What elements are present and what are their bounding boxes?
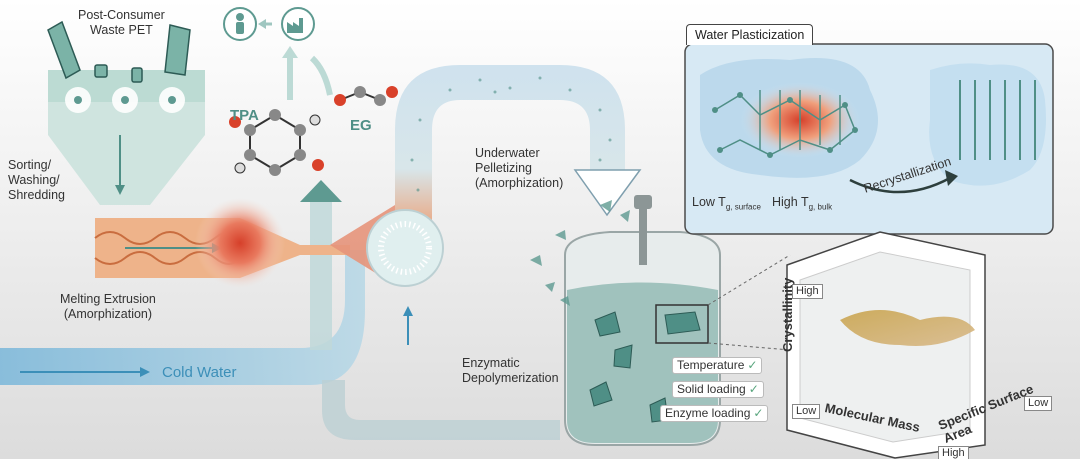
crystallinity-axis-label: Crystallinity	[780, 277, 795, 352]
cold-water-pipe	[0, 250, 365, 385]
condition-temperature: Temperature✓	[672, 357, 763, 374]
cold-water-label: Cold Water	[162, 364, 237, 381]
melting-label: Melting Extrusion(Amorphization)	[60, 292, 156, 321]
plot-high-label: High	[792, 284, 823, 299]
arch-pipe	[395, 65, 625, 225]
return-pipe	[322, 380, 560, 440]
eg-label: EG	[350, 117, 372, 134]
low-tg-label: Low Tg, surface	[692, 195, 761, 212]
up-arrow	[300, 180, 342, 202]
check-icon: ✓	[753, 406, 764, 420]
condition-solid-loading: Solid loading✓	[672, 381, 764, 398]
down-arrow	[573, 169, 642, 217]
plot-low-label: Low	[792, 404, 821, 419]
condition-enzyme-loading: Enzyme loading✓	[660, 405, 769, 422]
high-tg-label: High Tg, bulk	[772, 195, 833, 212]
check-icon: ✓	[747, 358, 758, 372]
response-surface	[840, 310, 975, 346]
heat-zone	[195, 198, 285, 288]
check-icon: ✓	[748, 382, 759, 396]
factory-icon	[281, 7, 315, 41]
sorting-label: Sorting/Washing/Shredding	[8, 158, 65, 202]
plasticization-title: Water Plasticization	[686, 24, 814, 45]
plot-high-bottom-label: High	[938, 446, 969, 459]
plot-low-right-label: Low	[1024, 396, 1053, 411]
tpa-label: TPA	[230, 107, 259, 124]
